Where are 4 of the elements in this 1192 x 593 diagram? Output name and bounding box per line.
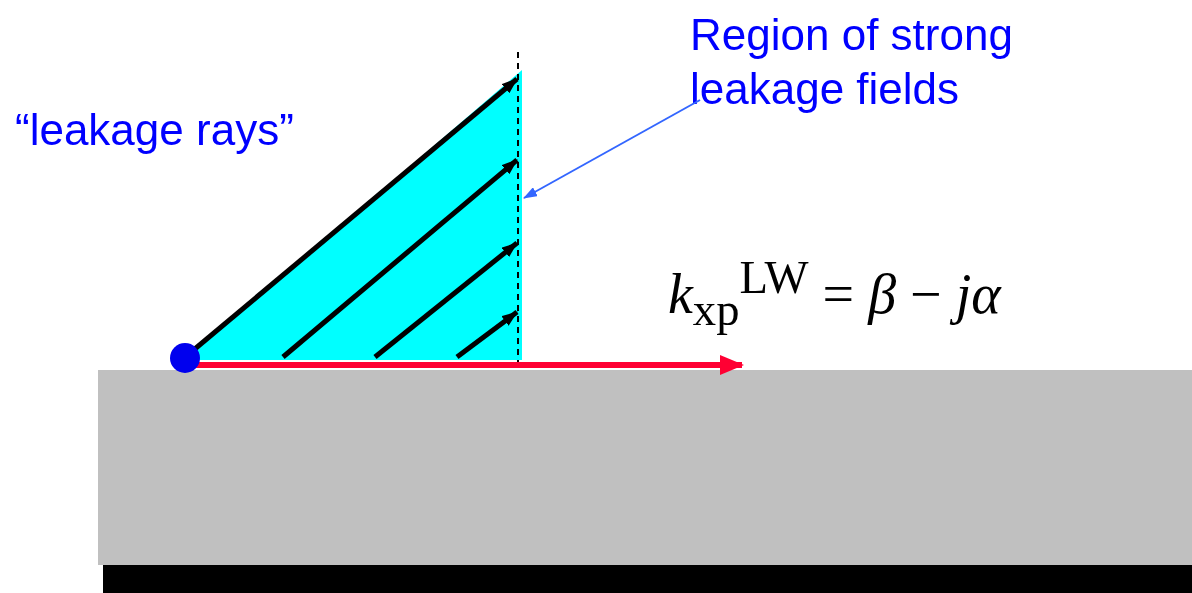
annotation-text: Region of strong leakage fields: [690, 8, 1110, 116]
annotation-text: “leakage rays”: [15, 105, 294, 155]
leader-arrow: [523, 99, 701, 199]
equation: k$_{xp}$$^{LW}$ = β − jα: [668, 250, 1001, 336]
